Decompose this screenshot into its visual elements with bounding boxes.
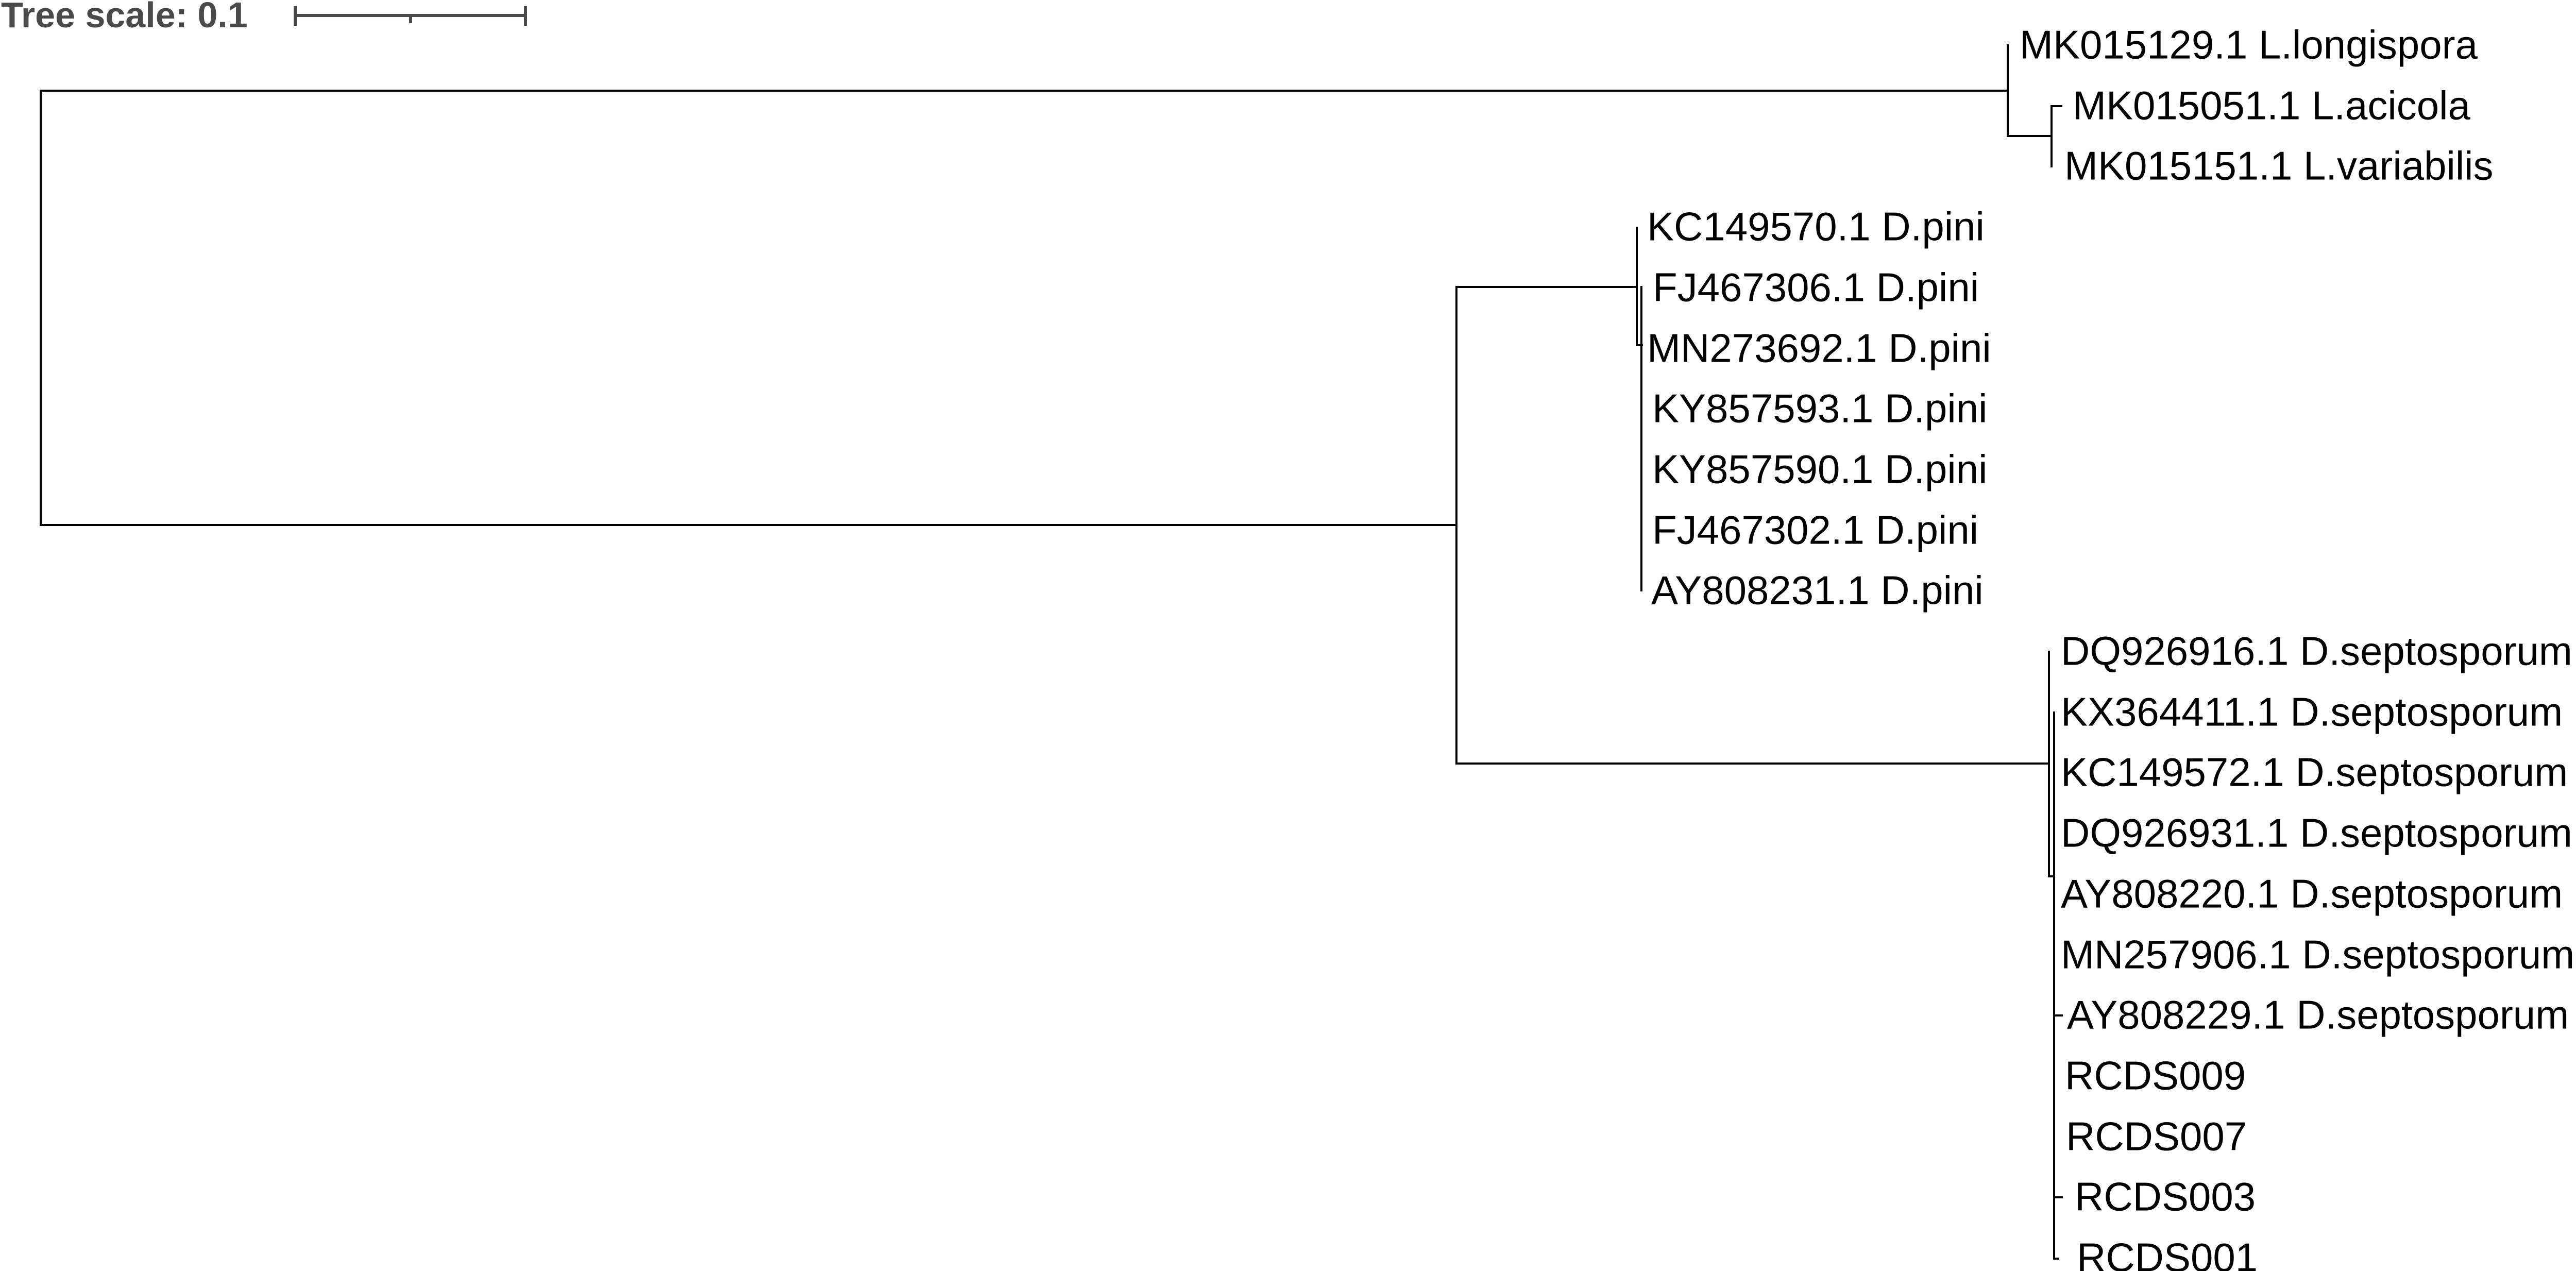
branch-line-horizontal-root-to-dothistroma-clade — [40, 524, 1458, 526]
scale-bar-mid-tick — [409, 15, 412, 23]
tip-label: AY808231.1 D.pini — [1651, 567, 1984, 613]
tip-label: KC149570.1 D.pini — [1647, 204, 1985, 249]
tip-label: AY808220.1 D.septosporum — [2061, 871, 2563, 917]
branch-line-vertical-lecanosticta-clade-vertical — [2007, 44, 2009, 137]
tip-label: KY857593.1 D.pini — [1652, 385, 1988, 431]
branch-line-horizontal-root-to-lecanosticta-clade — [40, 90, 2009, 92]
tip-label: RCDS001 — [2077, 1234, 2258, 1271]
tip-label: FJ467306.1 D.pini — [1653, 264, 1979, 310]
branch-line-vertical-dpini-clade-vertical-right — [1640, 286, 1642, 591]
tip-label: DQ926916.1 D.septosporum — [2061, 628, 2572, 674]
branch-line-vertical-dothistroma-spine-vertical — [1455, 286, 1458, 765]
tip-label: DQ926931.1 D.septosporum — [2061, 810, 2572, 856]
branch-line-horizontal-rcds003-tip-branch — [2053, 1196, 2063, 1198]
branch-line-horizontal-rcds001-tip-branch — [2053, 1258, 2059, 1260]
branch-line-horizontal-dseptosporum-subclade-connector — [2048, 875, 2055, 877]
branch-line-vertical-dseptosporum-vertical-right — [2053, 711, 2055, 1260]
tip-label: FJ467302.1 D.pini — [1652, 507, 1979, 553]
tip-label: MK015051.1 L.acicola — [2073, 82, 2470, 128]
branch-line-vertical-dseptosporum-vertical-left — [2048, 651, 2050, 877]
scale-bar-left-tick — [294, 6, 297, 26]
tip-label: KX364411.1 D.septosporum — [2061, 689, 2563, 735]
branch-line-vertical-dpini-clade-vertical-left — [1636, 227, 1638, 346]
branch-line-vertical-lecanosticta-subclade-vertical — [2050, 105, 2053, 167]
tip-label: KY857590.1 D.pini — [1652, 446, 1988, 492]
tip-label: RCDS003 — [2075, 1174, 2256, 1219]
branch-line-horizontal-mk015051-tip-branch — [2050, 105, 2062, 107]
tip-label: MK015151.1 L.variabilis — [2064, 143, 2494, 189]
branch-line-vertical-root-vertical — [40, 90, 42, 526]
tip-label: RCDS007 — [2066, 1113, 2247, 1159]
tip-label: MN257906.1 D.septosporum — [2061, 931, 2575, 977]
tip-label: RCDS009 — [2065, 1053, 2246, 1098]
tip-label: KC149572.1 D.septosporum — [2061, 749, 2568, 795]
tip-label: MN273692.1 D.pini — [1647, 325, 1991, 371]
branch-line-horizontal-dpini-clade-branch — [1455, 286, 1638, 288]
branch-line-horizontal-dseptosporum-clade-branch — [1455, 762, 2050, 765]
branch-line-horizontal-dpini-subclade-connector — [1636, 344, 1643, 346]
tree-scale-label: Tree scale: 0.1 — [1, 0, 248, 35]
branch-line-horizontal-lecanosticta-subclade-branch — [2007, 135, 2053, 137]
branch-line-horizontal-ay808229-tip-branch — [2053, 1014, 2063, 1016]
scale-bar-right-tick — [524, 6, 527, 26]
tip-label: MK015129.1 L.longispora — [2020, 22, 2478, 67]
tip-label: AY808229.1 D.septosporum — [2067, 992, 2569, 1038]
